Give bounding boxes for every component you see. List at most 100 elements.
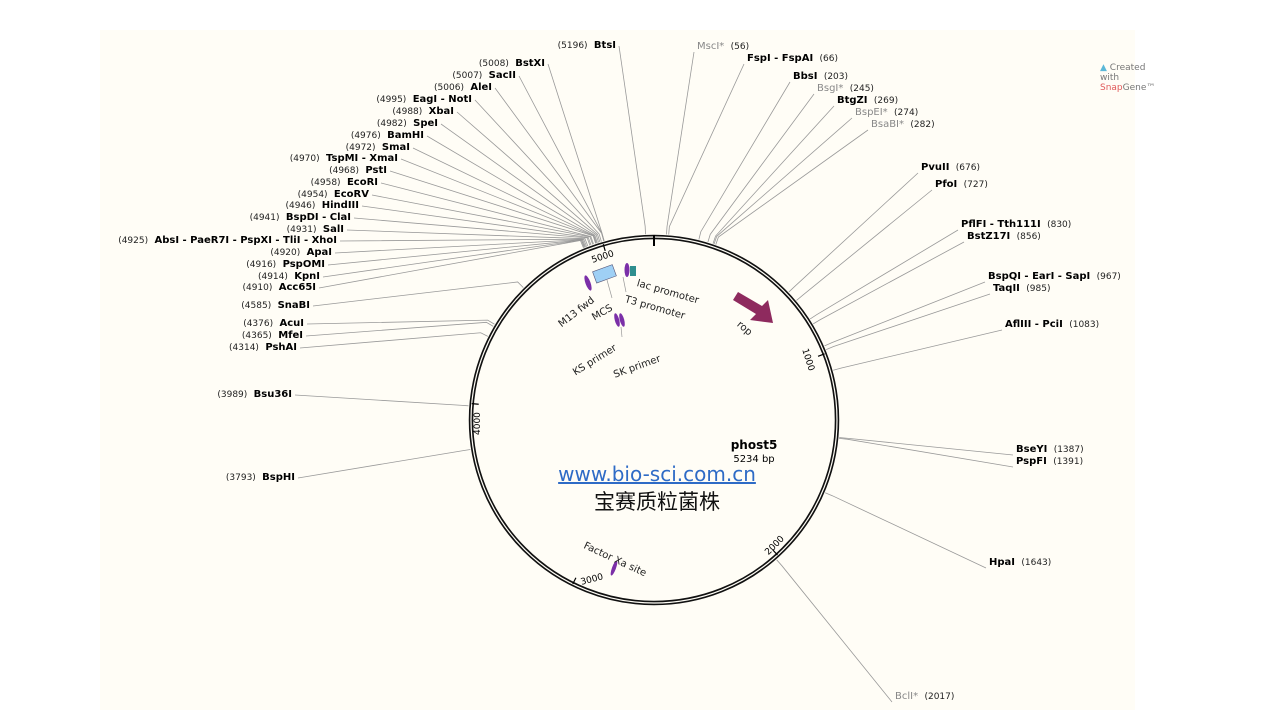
enzyme-site-label[interactable]: PvuII (676) [921, 162, 980, 174]
enzyme-position: (1643) [1021, 558, 1052, 568]
enzyme-site-label[interactable]: BspQI - EarI - SapI (967) [988, 271, 1121, 283]
enzyme-position: (4995) [376, 95, 407, 105]
enzyme-site-label[interactable]: (4941) BspDI - ClaI [250, 212, 351, 224]
enzyme-site-label[interactable]: (4972) SmaI [346, 142, 410, 154]
enzyme-site-label[interactable]: (4988) XbaI [392, 106, 454, 118]
enzyme-name: AleI [470, 82, 492, 93]
enzyme-site-label[interactable]: (4920) ApaI [270, 247, 332, 259]
enzyme-leader-line [825, 293, 991, 350]
enzyme-site-label[interactable]: BstZ17I (856) [967, 231, 1041, 243]
enzyme-position: (4968) [329, 166, 360, 176]
enzyme-name: AflIII - PciI [1005, 319, 1063, 330]
enzyme-position: (4920) [270, 248, 301, 258]
enzyme-site-label[interactable]: BtgZI (269) [837, 95, 898, 107]
enzyme-leader-line [712, 105, 835, 244]
enzyme-site-label[interactable]: (4931) SalI [287, 224, 344, 236]
enzyme-site-label[interactable]: TaqII (985) [993, 283, 1050, 295]
enzyme-name: HindIII [321, 200, 359, 211]
enzyme-position: (4941) [249, 213, 280, 223]
enzyme-name: MfeI [278, 330, 303, 341]
enzyme-site-label[interactable]: PflFI - Tth111I (830) [961, 219, 1071, 231]
enzyme-site-label[interactable]: BsaBI* (282) [871, 119, 935, 131]
enzyme-site-label[interactable]: (5008) BstXI [479, 58, 545, 70]
enzyme-position: (245) [849, 84, 874, 94]
enzyme-site-label[interactable]: (4946) HindIII [285, 200, 359, 212]
enzyme-site-label[interactable]: (4976) BamHI [351, 130, 424, 142]
enzyme-site-label[interactable]: AflIII - PciI (1083) [1005, 319, 1099, 331]
enzyme-site-label[interactable]: (4970) TspMI - XmaI [290, 153, 398, 165]
enzyme-site-label[interactable]: (4958) EcoRI [311, 177, 378, 189]
enzyme-name: BsgI* [817, 83, 844, 94]
enzyme-site-label[interactable]: BsgI* (245) [817, 83, 874, 95]
enzyme-site-label[interactable]: (4910) Acc65I [242, 282, 316, 294]
enzyme-site-label[interactable]: (4314) PshAI [229, 342, 297, 354]
enzyme-name: PshAI [265, 342, 297, 353]
plasmid-map [294, 45, 1014, 703]
enzyme-position: (967) [1096, 272, 1121, 282]
ks-primer-feature [614, 313, 620, 327]
enzyme-site-label[interactable]: (3793) BspHI [226, 472, 295, 484]
enzyme-leader-line [312, 281, 524, 307]
enzyme-leader-line [824, 281, 986, 347]
enzyme-site-label[interactable]: (4982) SpeI [377, 118, 438, 130]
tick-marks [471, 244, 825, 585]
enzyme-leader-line [322, 239, 585, 278]
enzyme-leader-line [813, 241, 965, 325]
enzyme-leader-line [698, 81, 791, 240]
enzyme-name: BspDI - ClaI [285, 212, 351, 223]
enzyme-leader-line [412, 147, 597, 244]
enzyme-leader-line [361, 205, 592, 246]
enzyme-site-label[interactable]: PfoI (727) [935, 179, 988, 191]
enzyme-site-label[interactable]: (4585) SnaBI [241, 300, 310, 312]
enzyme-position: (4585) [241, 301, 272, 311]
enzyme-name: SmaI [381, 142, 410, 153]
enzyme-site-label[interactable]: BseYI (1387) [1016, 444, 1084, 456]
enzyme-position: (4376) [243, 319, 274, 329]
enzyme-name: TspMI - XmaI [326, 153, 398, 164]
enzyme-name: HpaI [989, 557, 1015, 568]
tick-mark [817, 353, 825, 357]
enzyme-site-label[interactable]: (5196) BtsI [558, 40, 616, 52]
enzyme-site-label[interactable]: (4968) PstI [329, 165, 387, 177]
enzyme-site-label[interactable]: BspEI* (274) [855, 107, 918, 119]
enzyme-leader-line [318, 240, 584, 289]
enzyme-position: (4946) [285, 201, 316, 211]
enzyme-site-label[interactable]: (4365) MfeI [242, 330, 303, 342]
enzyme-position: (3793) [225, 473, 256, 483]
enzyme-site-label[interactable]: HpaI (1643) [989, 557, 1051, 569]
snapgene-credit: ▲ Created with SnapGene™ [1100, 63, 1156, 93]
enzyme-position: (4958) [310, 178, 341, 188]
sk-primer-feature [619, 313, 625, 327]
enzyme-site-label[interactable]: (4925) AbsI - PaeR7I - PspXI - TliI - Xh… [118, 235, 337, 247]
enzyme-site-label[interactable]: (4954) EcoRV [298, 189, 369, 201]
enzyme-position: (5007) [452, 71, 483, 81]
enzyme-leader-line [547, 63, 605, 241]
enzyme-site-label[interactable]: (4376) AcuI [243, 318, 304, 330]
enzyme-site-label[interactable]: (4995) EagI - NotI [376, 94, 472, 106]
enzyme-leader-line [327, 239, 586, 266]
enzyme-name: BspQI - EarI - SapI [988, 271, 1091, 282]
enzyme-leader-line [713, 117, 853, 245]
enzyme-site-label[interactable]: (3989) Bsu36I [217, 389, 292, 401]
enzyme-position: (5008) [478, 59, 509, 69]
enzyme-position: (4914) [257, 272, 288, 282]
enzyme-site-label[interactable]: MscI* (56) [697, 41, 749, 53]
enzyme-site-label[interactable]: (4916) PspOMI [246, 259, 325, 271]
m13-fwd-feature [584, 275, 592, 291]
enzyme-site-label[interactable]: FspI - FspAI (66) [747, 53, 838, 65]
enzyme-site-label[interactable]: BclI* (2017) [895, 691, 954, 703]
enzyme-leader-line [440, 123, 599, 243]
enzyme-leader-line [389, 170, 596, 244]
enzyme-site-label[interactable]: (5007) SacII [452, 70, 516, 82]
enzyme-position: (203) [823, 72, 849, 82]
enzyme-site-label[interactable]: (4914) KpnI [258, 271, 320, 283]
plasmid-map-panel: 5000 1000 2000 3000 4000 M13 fwd MCS lac… [100, 30, 1155, 710]
website-link[interactable]: www.bio-sci.com.cn [558, 462, 756, 486]
enzyme-name: SpeI [413, 118, 438, 129]
mcs-feature [592, 264, 617, 284]
enzyme-site-label[interactable]: BbsI (203) [793, 71, 848, 83]
enzyme-name: PspFI [1016, 456, 1047, 467]
enzyme-site-label[interactable]: PspFI (1391) [1016, 456, 1083, 468]
enzyme-site-label[interactable]: (5006) AleI [434, 82, 492, 94]
enzyme-leader-line [371, 194, 594, 245]
